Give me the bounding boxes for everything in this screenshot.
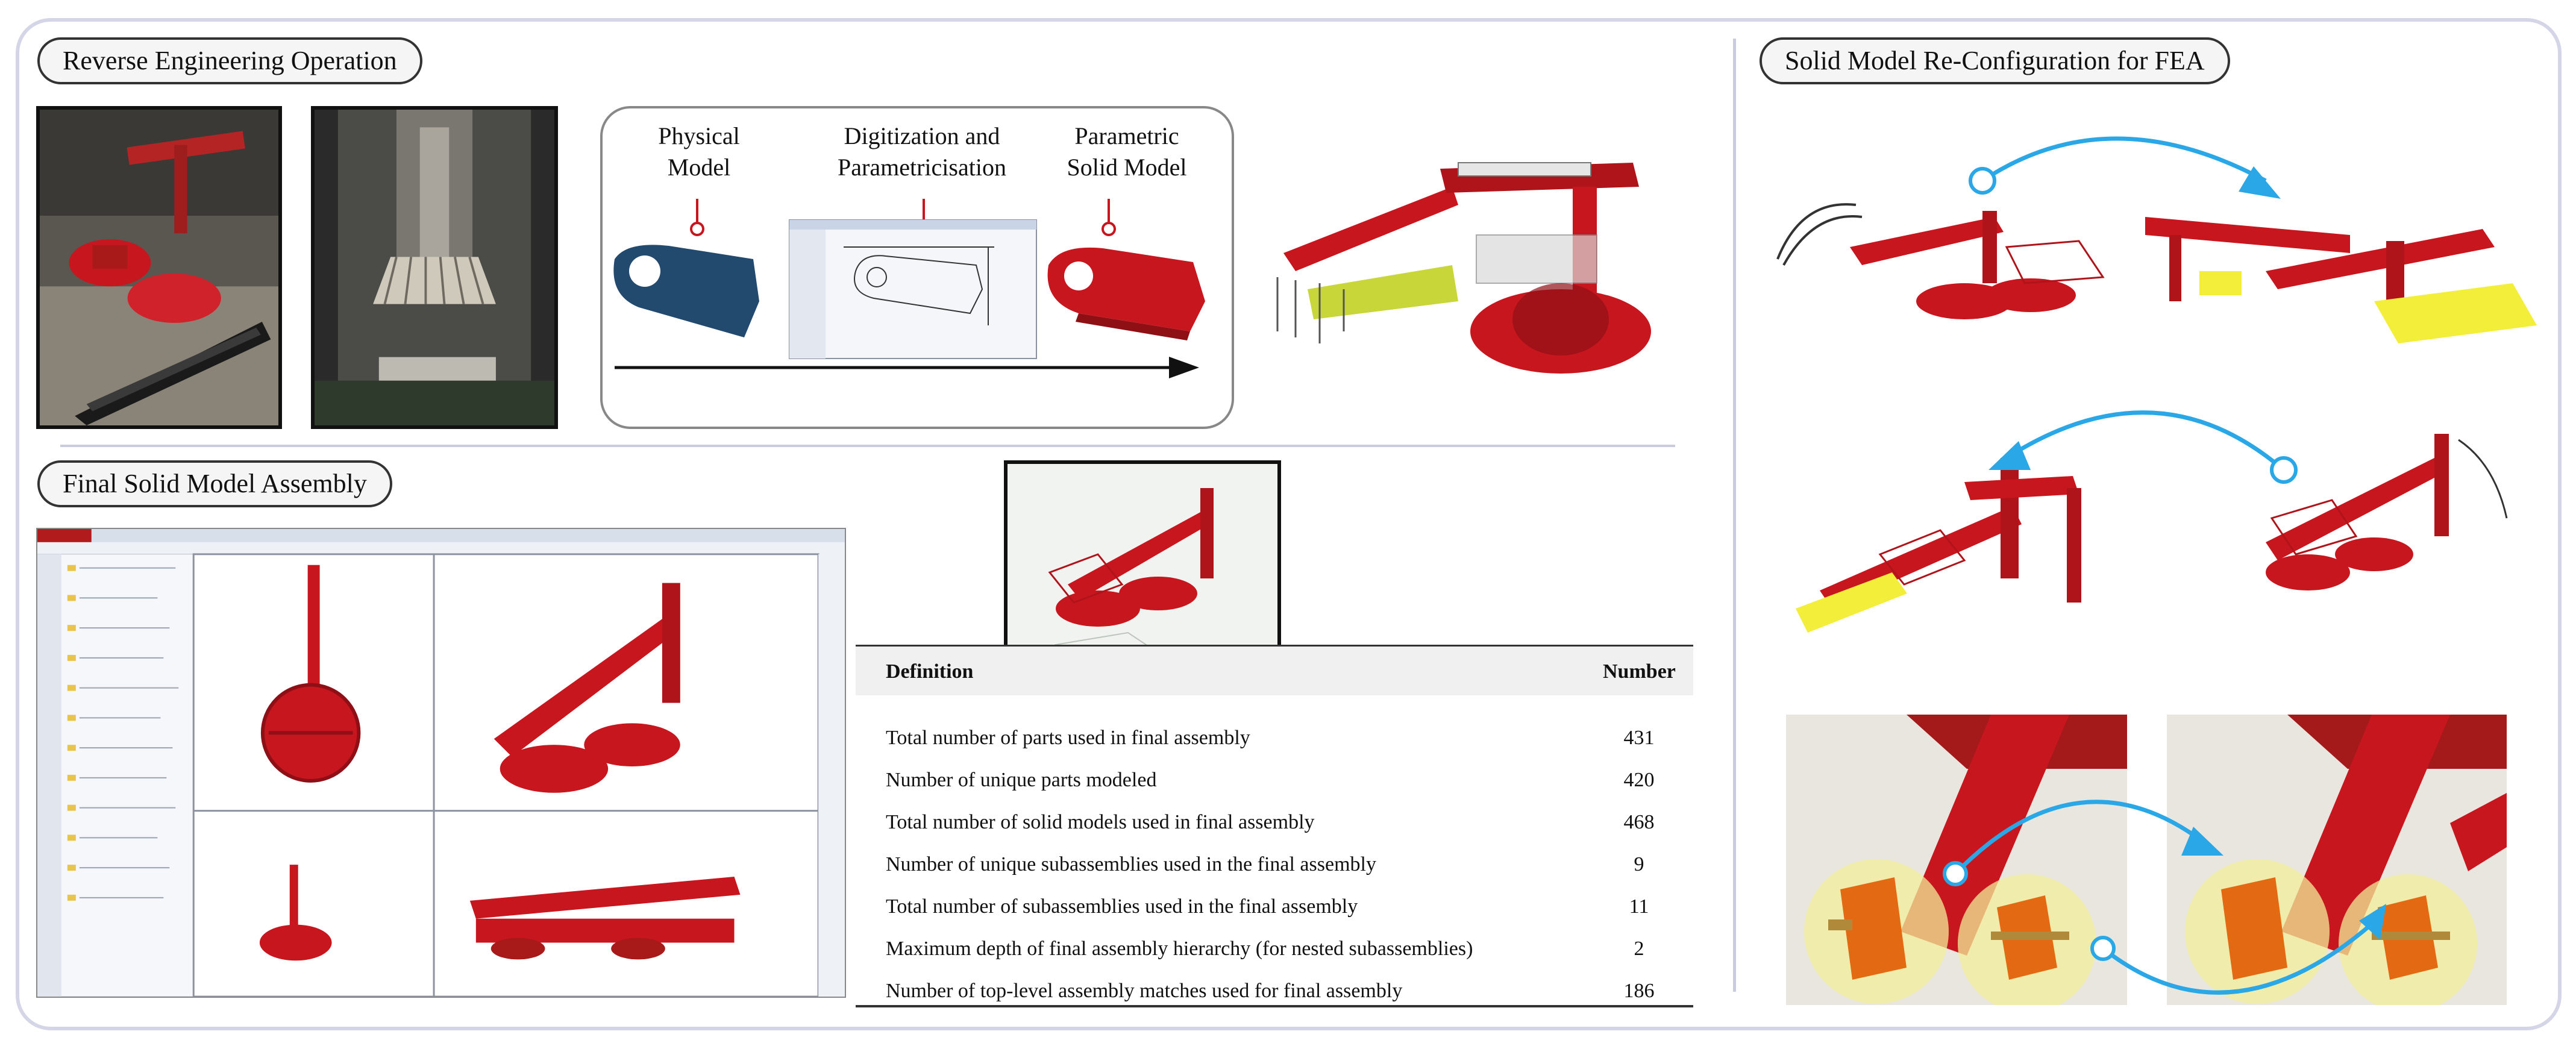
table-cell-definition: Total number of solid models used in fin… [886, 811, 1315, 833]
table-row: Number of unique subassemblies used in t… [856, 844, 1693, 886]
photo-mower-workshop [36, 106, 282, 429]
table-bottom-rule [856, 1005, 1693, 1007]
reverse-engineering-process: Physical Model Digitization and Parametr… [600, 106, 1234, 429]
section-label-final-assembly: Final Solid Model Assembly [37, 460, 392, 507]
render-pin-detail-1 [1786, 715, 2127, 1005]
assembly-thumbnail [1004, 460, 1281, 684]
cad-assembly-screenshot [36, 528, 846, 998]
table-cell-definition: Total number of subassemblies used in th… [886, 895, 1358, 918]
label-physical-model: Physical Model [658, 122, 740, 181]
table-cell-number: 420 [1623, 769, 1655, 791]
render-full-machine-2 [2230, 416, 2531, 609]
photo-gearbox [311, 106, 558, 429]
label-digitization: Digitization and Parametricisation [838, 122, 1006, 181]
vertical-divider [1733, 39, 1736, 992]
render-pin-detail-2 [2167, 715, 2507, 1005]
label-parametric-model: Parametric Solid Model [1067, 122, 1187, 181]
table-row: Number of top-level assembly matches use… [856, 970, 1693, 1012]
render-full-machine-1 [1766, 175, 2139, 337]
table-cell-definition: Number of unique subassemblies used in t… [886, 853, 1376, 875]
section-label-reverse-engineering: Reverse Engineering Operation [37, 37, 422, 84]
table-header-definition: Definition [886, 660, 974, 683]
render-fea-config-1 [2145, 181, 2543, 355]
table-cell-number: 431 [1623, 727, 1655, 749]
table-cell-definition: Number of top-level assembly matches use… [886, 980, 1403, 1002]
horizontal-divider [60, 445, 1675, 447]
table-cell-definition: Maximum depth of final assembly hierarch… [886, 938, 1473, 960]
table-cell-number: 468 [1623, 811, 1655, 833]
table-row: Total number of parts used in final asse… [856, 717, 1693, 759]
table-cell-number: 2 [1634, 938, 1644, 960]
table-row: Total number of solid models used in fin… [856, 801, 1693, 844]
table-cell-number: 11 [1629, 895, 1649, 918]
render-fea-config-2 [1784, 422, 2181, 651]
table-cell-number: 9 [1634, 853, 1644, 875]
render-machine-detail [1259, 151, 1651, 380]
table-row: Number of unique parts modeled 420 [856, 759, 1693, 801]
table-cell-definition: Total number of parts used in final asse… [886, 727, 1250, 749]
table-header-number: Number [1603, 660, 1676, 683]
table-cell-definition: Number of unique parts modeled [886, 769, 1157, 791]
section-label-reconfiguration: Solid Model Re-Configuration for FEA [1760, 37, 2230, 84]
table-row: Total number of subassemblies used in th… [856, 886, 1693, 928]
table-row: Maximum depth of final assembly hierarch… [856, 928, 1693, 970]
table-header-row: Definition Number [856, 645, 1693, 695]
table-cell-number: 186 [1623, 980, 1655, 1002]
